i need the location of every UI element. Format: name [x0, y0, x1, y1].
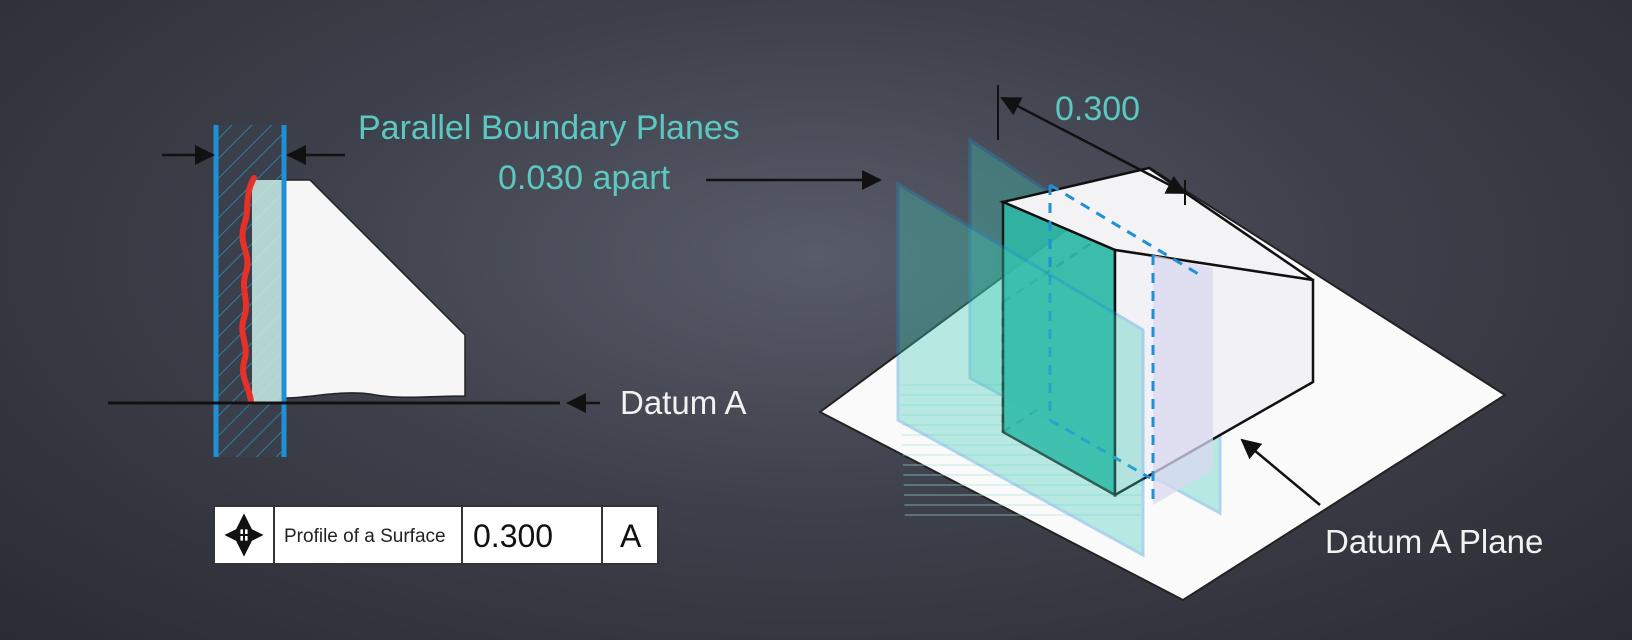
fcf-datum: A [620, 518, 642, 554]
boundary-label-line1: Parallel Boundary Planes [358, 109, 740, 147]
dimension-line [1000, 96, 1187, 195]
fcf-characteristic: Profile of a Surface [284, 526, 446, 547]
profile-of-a-surface-icon [224, 513, 264, 557]
boundary-plane-front [896, 181, 1145, 558]
datum-a-label: Datum A [620, 384, 747, 421]
fcf-box [213, 505, 659, 565]
part-section [283, 179, 466, 399]
boundary-label-line2: 0.030 apart [498, 159, 671, 197]
datum-a-plane-label: Datum A Plane [1325, 523, 1543, 560]
datum-a-plane-arrow [1240, 438, 1321, 506]
dimension-label: 0.300 [1055, 90, 1140, 128]
zone-fill [252, 180, 284, 402]
section-view: Datum A [108, 125, 747, 457]
isometric-view: 0.300 Datum A Plane [818, 85, 1543, 602]
feature-control-frame: Profile of a Surface 0.300 A [213, 505, 659, 565]
actual-surface-profile [239, 175, 257, 405]
boundary-plane-dashed [1048, 183, 1201, 505]
fcf-tolerance: 0.300 [473, 518, 553, 554]
